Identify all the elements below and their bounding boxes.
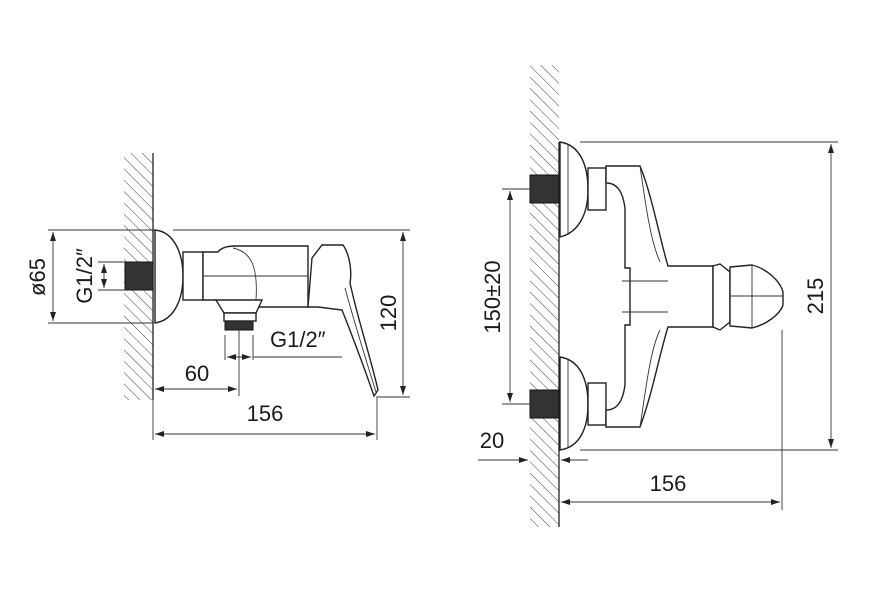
inlet-spacing-label: 150±20	[480, 260, 505, 333]
inlet-thread-label: G1/2″	[72, 248, 97, 304]
outlet-nut	[712, 263, 731, 331]
upper-inlet-thread	[529, 174, 560, 204]
side-height-label: 120	[376, 295, 401, 332]
lower-escutcheon	[559, 356, 589, 451]
outlet-thread-label: G1/2″	[270, 327, 326, 352]
lower-inlet-thread	[529, 389, 560, 419]
outlet-offset-label: 60	[185, 361, 209, 386]
thread-depth-label: 20	[480, 428, 504, 453]
connector	[182, 251, 204, 301]
front-depth-label: 156	[650, 471, 687, 496]
side-view: ø65 G1/2″ G1/2″ 60 156 120	[25, 153, 410, 440]
outlet-cap	[729, 264, 784, 329]
lever-handle	[307, 244, 379, 398]
front-view: 215 150±20 20 156	[478, 65, 838, 527]
side-depth-label: 156	[247, 401, 284, 426]
outlet-thread	[224, 320, 254, 331]
diameter-label: ø65	[25, 258, 50, 296]
mixer-body	[605, 165, 714, 428]
escutcheon	[154, 229, 184, 324]
outlet-fitting	[214, 299, 264, 314]
upper-escutcheon	[559, 141, 589, 238]
inlet-thread	[124, 261, 154, 291]
wall-hatch	[530, 65, 559, 527]
front-height-label: 215	[803, 278, 828, 315]
